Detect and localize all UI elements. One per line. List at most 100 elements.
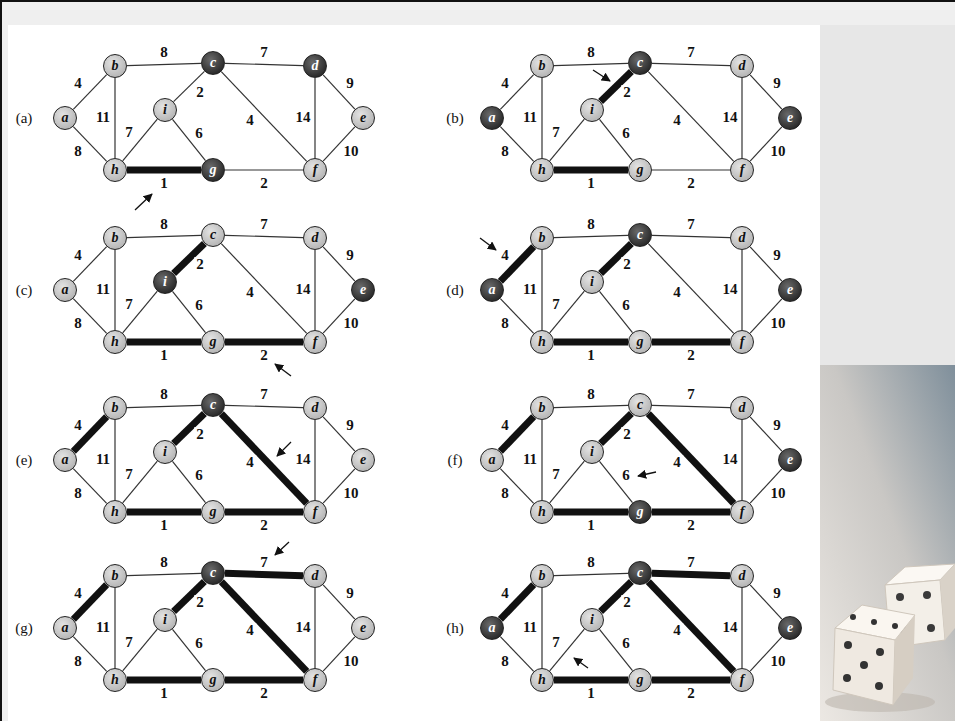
graph-vertex: f	[303, 330, 327, 354]
graph-vertex: g	[201, 500, 225, 524]
edge-weight: 1	[158, 686, 170, 702]
edge-weight: 6	[620, 468, 632, 484]
edge-weight: 8	[585, 217, 597, 233]
graph-vertex: b	[530, 54, 554, 78]
vertex-letter: a	[62, 621, 69, 635]
die-pip	[850, 614, 856, 620]
graph-vertex: g	[628, 668, 652, 692]
graph-edge	[741, 588, 742, 668]
graph-vertex: e	[778, 448, 802, 472]
edge-weight: 14	[294, 452, 313, 468]
vertex-letter: a	[62, 111, 69, 125]
edge-weight: 1	[158, 176, 170, 192]
edge-weight: 14	[294, 620, 313, 636]
vertex-letter: i	[163, 103, 167, 117]
graph-edge	[652, 169, 730, 170]
vertex-letter: f	[740, 163, 745, 177]
graph-edge	[550, 629, 585, 671]
graph-edge	[127, 235, 201, 237]
edge-weight: 7	[550, 635, 562, 651]
edge-weight: 6	[193, 298, 205, 314]
vertex-letter: c	[210, 398, 216, 412]
edge-weight: 1	[585, 348, 597, 364]
vertex-letter: i	[163, 275, 167, 289]
graph-vertex: h	[530, 158, 554, 182]
edge-weight: 2	[194, 85, 206, 101]
graph-vertex: i	[580, 98, 604, 122]
edge-weight: 1	[585, 686, 597, 702]
vertex-letter: h	[538, 673, 546, 687]
vertex-letter: d	[312, 569, 319, 583]
graph-vertex: b	[103, 226, 127, 250]
edge-weight: 2	[258, 176, 270, 192]
die-pip	[892, 623, 898, 629]
vertex-letter: e	[360, 621, 366, 635]
edge-weight: 8	[72, 316, 84, 332]
graph-edge	[554, 405, 628, 407]
frame-line	[0, 0, 2, 721]
graph-vertex: g	[628, 500, 652, 524]
vertex-letter: b	[539, 231, 546, 245]
edge-weight: 7	[550, 125, 562, 141]
vertex-letter: c	[210, 228, 216, 242]
die-pip	[843, 674, 851, 682]
graph-vertex: i	[153, 440, 177, 464]
graph-vertex: d	[730, 226, 754, 250]
edge-weight: 10	[769, 316, 788, 332]
vertex-letter: f	[313, 163, 318, 177]
slide-ground	[8, 25, 820, 721]
vertex-letter: h	[538, 335, 546, 349]
graph-edge	[554, 63, 628, 65]
mst-edge	[225, 573, 303, 575]
graph-edge	[314, 420, 315, 500]
graph-vertex: a	[53, 616, 77, 640]
edge-weight: 11	[521, 620, 539, 636]
pointer-group	[135, 70, 656, 668]
graph-edge	[741, 420, 742, 500]
panel-label: (f)	[448, 453, 463, 468]
die-pip	[927, 624, 935, 632]
graph-edge	[172, 461, 205, 502]
vertex-letter: e	[787, 621, 793, 635]
mst-edge	[652, 677, 730, 684]
graph-edge	[323, 417, 355, 451]
edge-weight: 8	[499, 654, 511, 670]
graph-vertex: b	[530, 226, 554, 250]
graph-vertex: h	[530, 330, 554, 354]
graph-vertex: d	[730, 564, 754, 588]
edge-weight: 8	[499, 144, 511, 160]
edge-weight: 4	[671, 113, 683, 129]
graph-edge	[554, 573, 628, 575]
dice-photo	[820, 365, 955, 721]
die-face	[893, 615, 915, 705]
graph-vertex: e	[778, 106, 802, 130]
graph-edge	[550, 291, 585, 333]
graph-edge	[114, 250, 115, 330]
vertex-letter: b	[112, 231, 119, 245]
graph-vertex: h	[103, 158, 127, 182]
graph-edge	[225, 235, 303, 237]
edge-weight: 9	[771, 586, 783, 602]
graph-vertex: f	[303, 158, 327, 182]
edge-weight: 14	[721, 620, 740, 636]
vertex-letter: g	[210, 335, 217, 349]
vertex-letter: d	[739, 401, 746, 415]
graph-vertex: g	[628, 158, 652, 182]
edge-weight: 7	[685, 217, 697, 233]
vertex-letter: i	[590, 445, 594, 459]
graph-vertex: h	[103, 330, 127, 354]
graph-edge	[114, 420, 115, 500]
pointer-arrow	[277, 442, 291, 456]
edge-weight: 8	[158, 387, 170, 403]
graph-vertex: a	[53, 448, 77, 472]
vertex-letter: g	[637, 673, 644, 687]
die-pip	[844, 641, 852, 649]
edge-weight: 10	[342, 654, 361, 670]
graph-edge	[550, 461, 585, 503]
graph-edge	[314, 588, 315, 668]
vertex-letter: g	[637, 335, 644, 349]
edge-weight: 2	[621, 595, 633, 611]
graph-vertex: i	[580, 608, 604, 632]
